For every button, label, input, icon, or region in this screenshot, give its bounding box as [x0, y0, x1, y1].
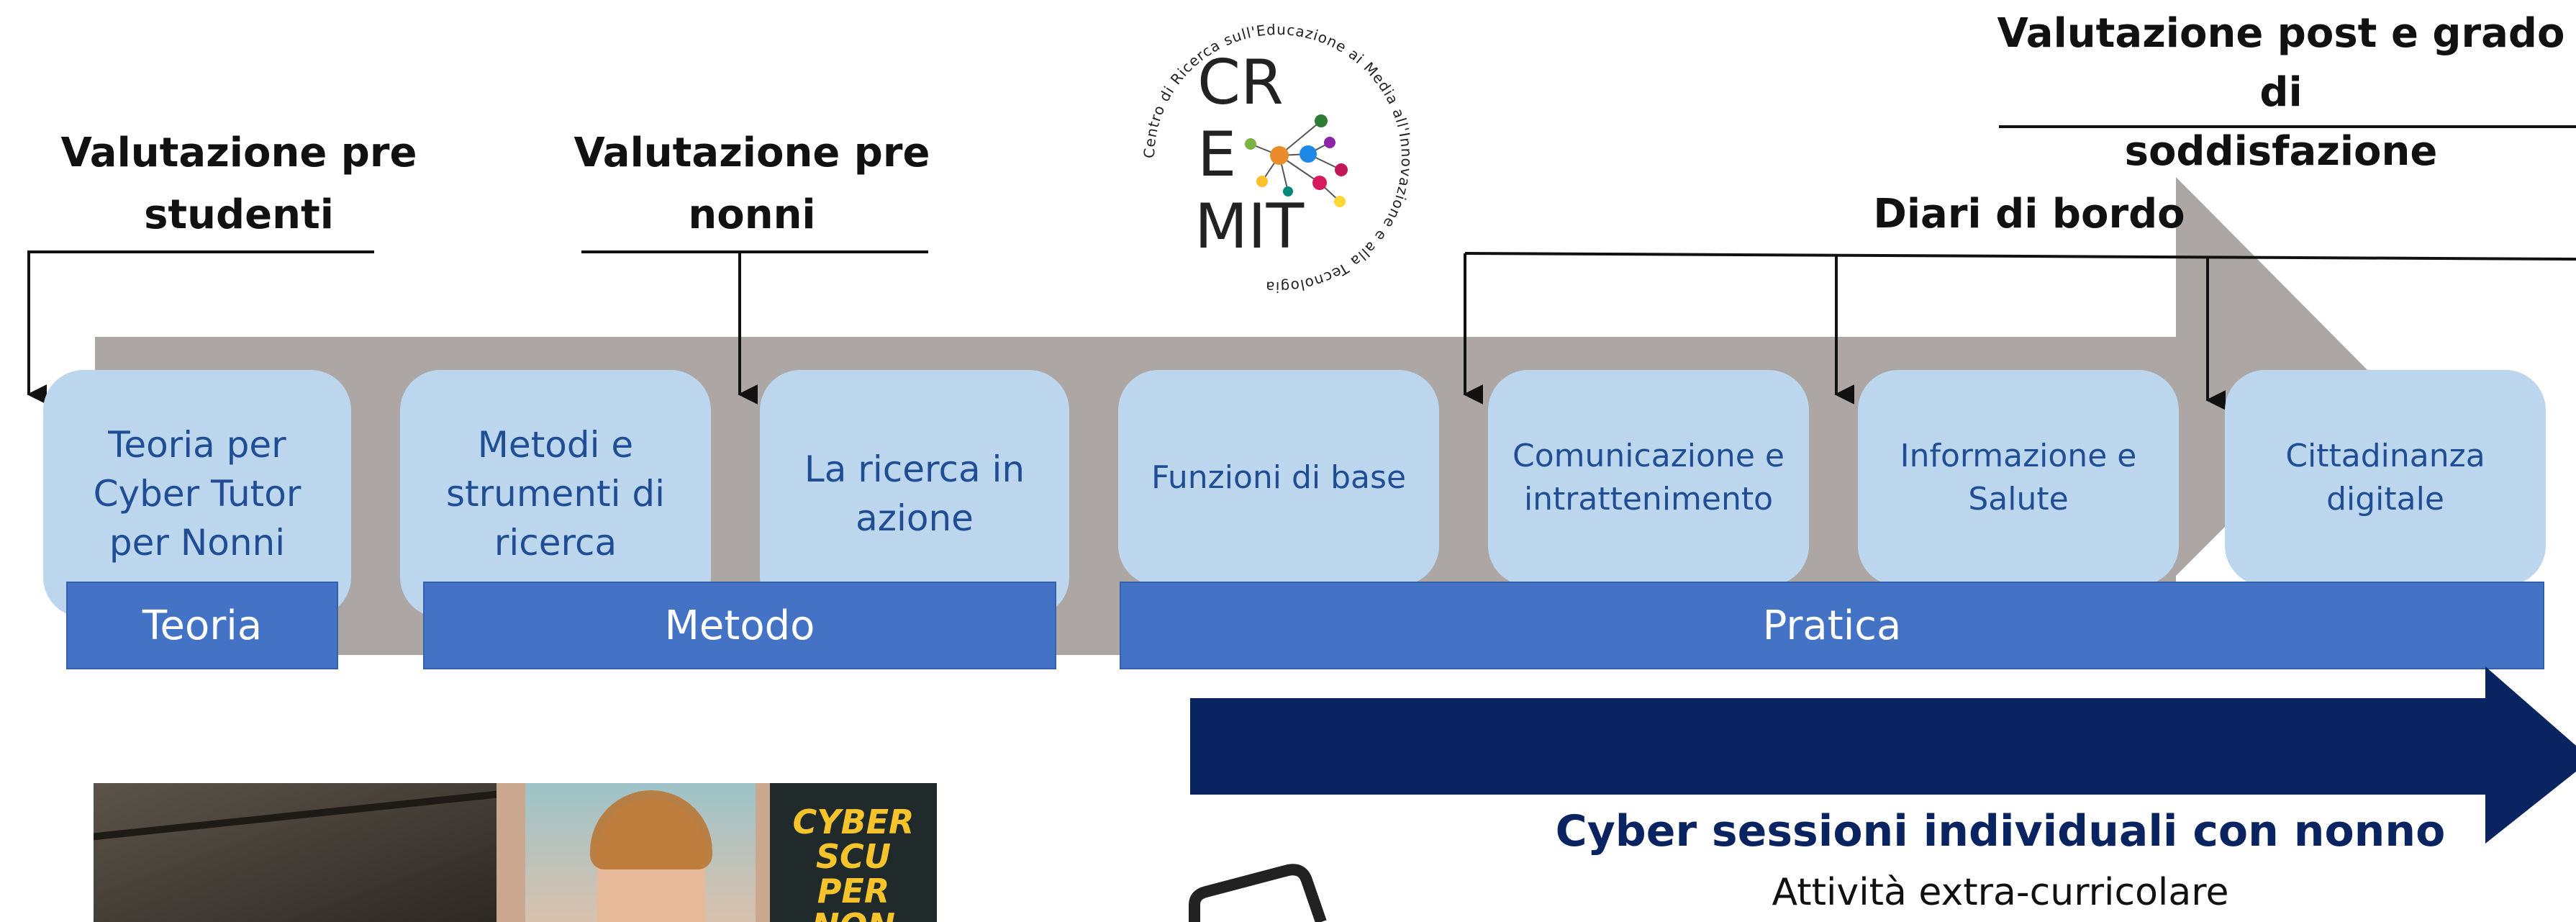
module-box-funzioni-base: Funzioni di base [1118, 370, 1439, 586]
module-box-label: Informazione e Salute [1900, 438, 2137, 518]
module-box-label: Teoria per Cyber Tutor per Nonni [93, 424, 301, 564]
poster-sign: CYBER SCU PER NON [770, 783, 937, 922]
phase-band-label: Teoria [142, 602, 263, 649]
phase-band-pratica: Pratica [1120, 582, 2544, 669]
phase-band-metodo: Metodo [423, 582, 1056, 669]
poster-sign-text: CYBER SCU PER NON [792, 803, 915, 922]
label-valutazione-post: Valutazione post e grado di soddisfazion… [1997, 10, 2565, 175]
logo-letters-e: E [1197, 119, 1236, 191]
phase-band-label: Pratica [1762, 602, 1902, 649]
phase-band-teoria: Teoria [66, 582, 338, 669]
module-box-informazione-salute: Informazione e Salute [1858, 370, 2179, 586]
module-box-ricerca-azione: La ricerca in azione [760, 370, 1069, 618]
phase-band-label: Metodo [664, 602, 815, 649]
cremit-logo: Centro di Ricerca sull'Educazione ai Med… [1135, 16, 1420, 301]
module-box-label: Cittadinanza digitale [2285, 438, 2485, 518]
module-box-label: La ricerca in azione [804, 448, 1025, 539]
module-box-cittadinanza: Cittadinanza digitale [2225, 370, 2546, 586]
label-diari-di-bordo: Diari di bordo [1873, 191, 2185, 238]
label-valutazione-pre-studenti: Valutazione pre studenti [60, 130, 417, 238]
module-box-label: Metodi e strumenti di ricerca [445, 424, 666, 564]
module-box-label: Comunicazione e intrattenimento [1513, 438, 1784, 518]
module-box-comunicazione: Comunicazione e intrattenimento [1488, 370, 1809, 586]
label-valutazione-pre-nonni: Valutazione pre nonni [573, 130, 930, 238]
logo-letters-mit: MIT [1194, 191, 1305, 263]
sessions-subtitle: Attività extra-curricolare [1772, 871, 2229, 914]
module-box-teoria-cyber-tutor: Teoria per Cyber Tutor per Nonni [43, 370, 351, 618]
module-box-label: Funzioni di base [1151, 459, 1407, 496]
sessions-title: Cyber sessioni individuali con nonno [1555, 806, 2446, 857]
tablet-icon [1189, 864, 1327, 922]
module-box-metodi-strumenti: Metodi e strumenti di ricerca [400, 370, 711, 618]
logo-letters-cr: CR [1197, 47, 1284, 119]
event-photo: CYBER SCU PER NON [94, 783, 937, 922]
